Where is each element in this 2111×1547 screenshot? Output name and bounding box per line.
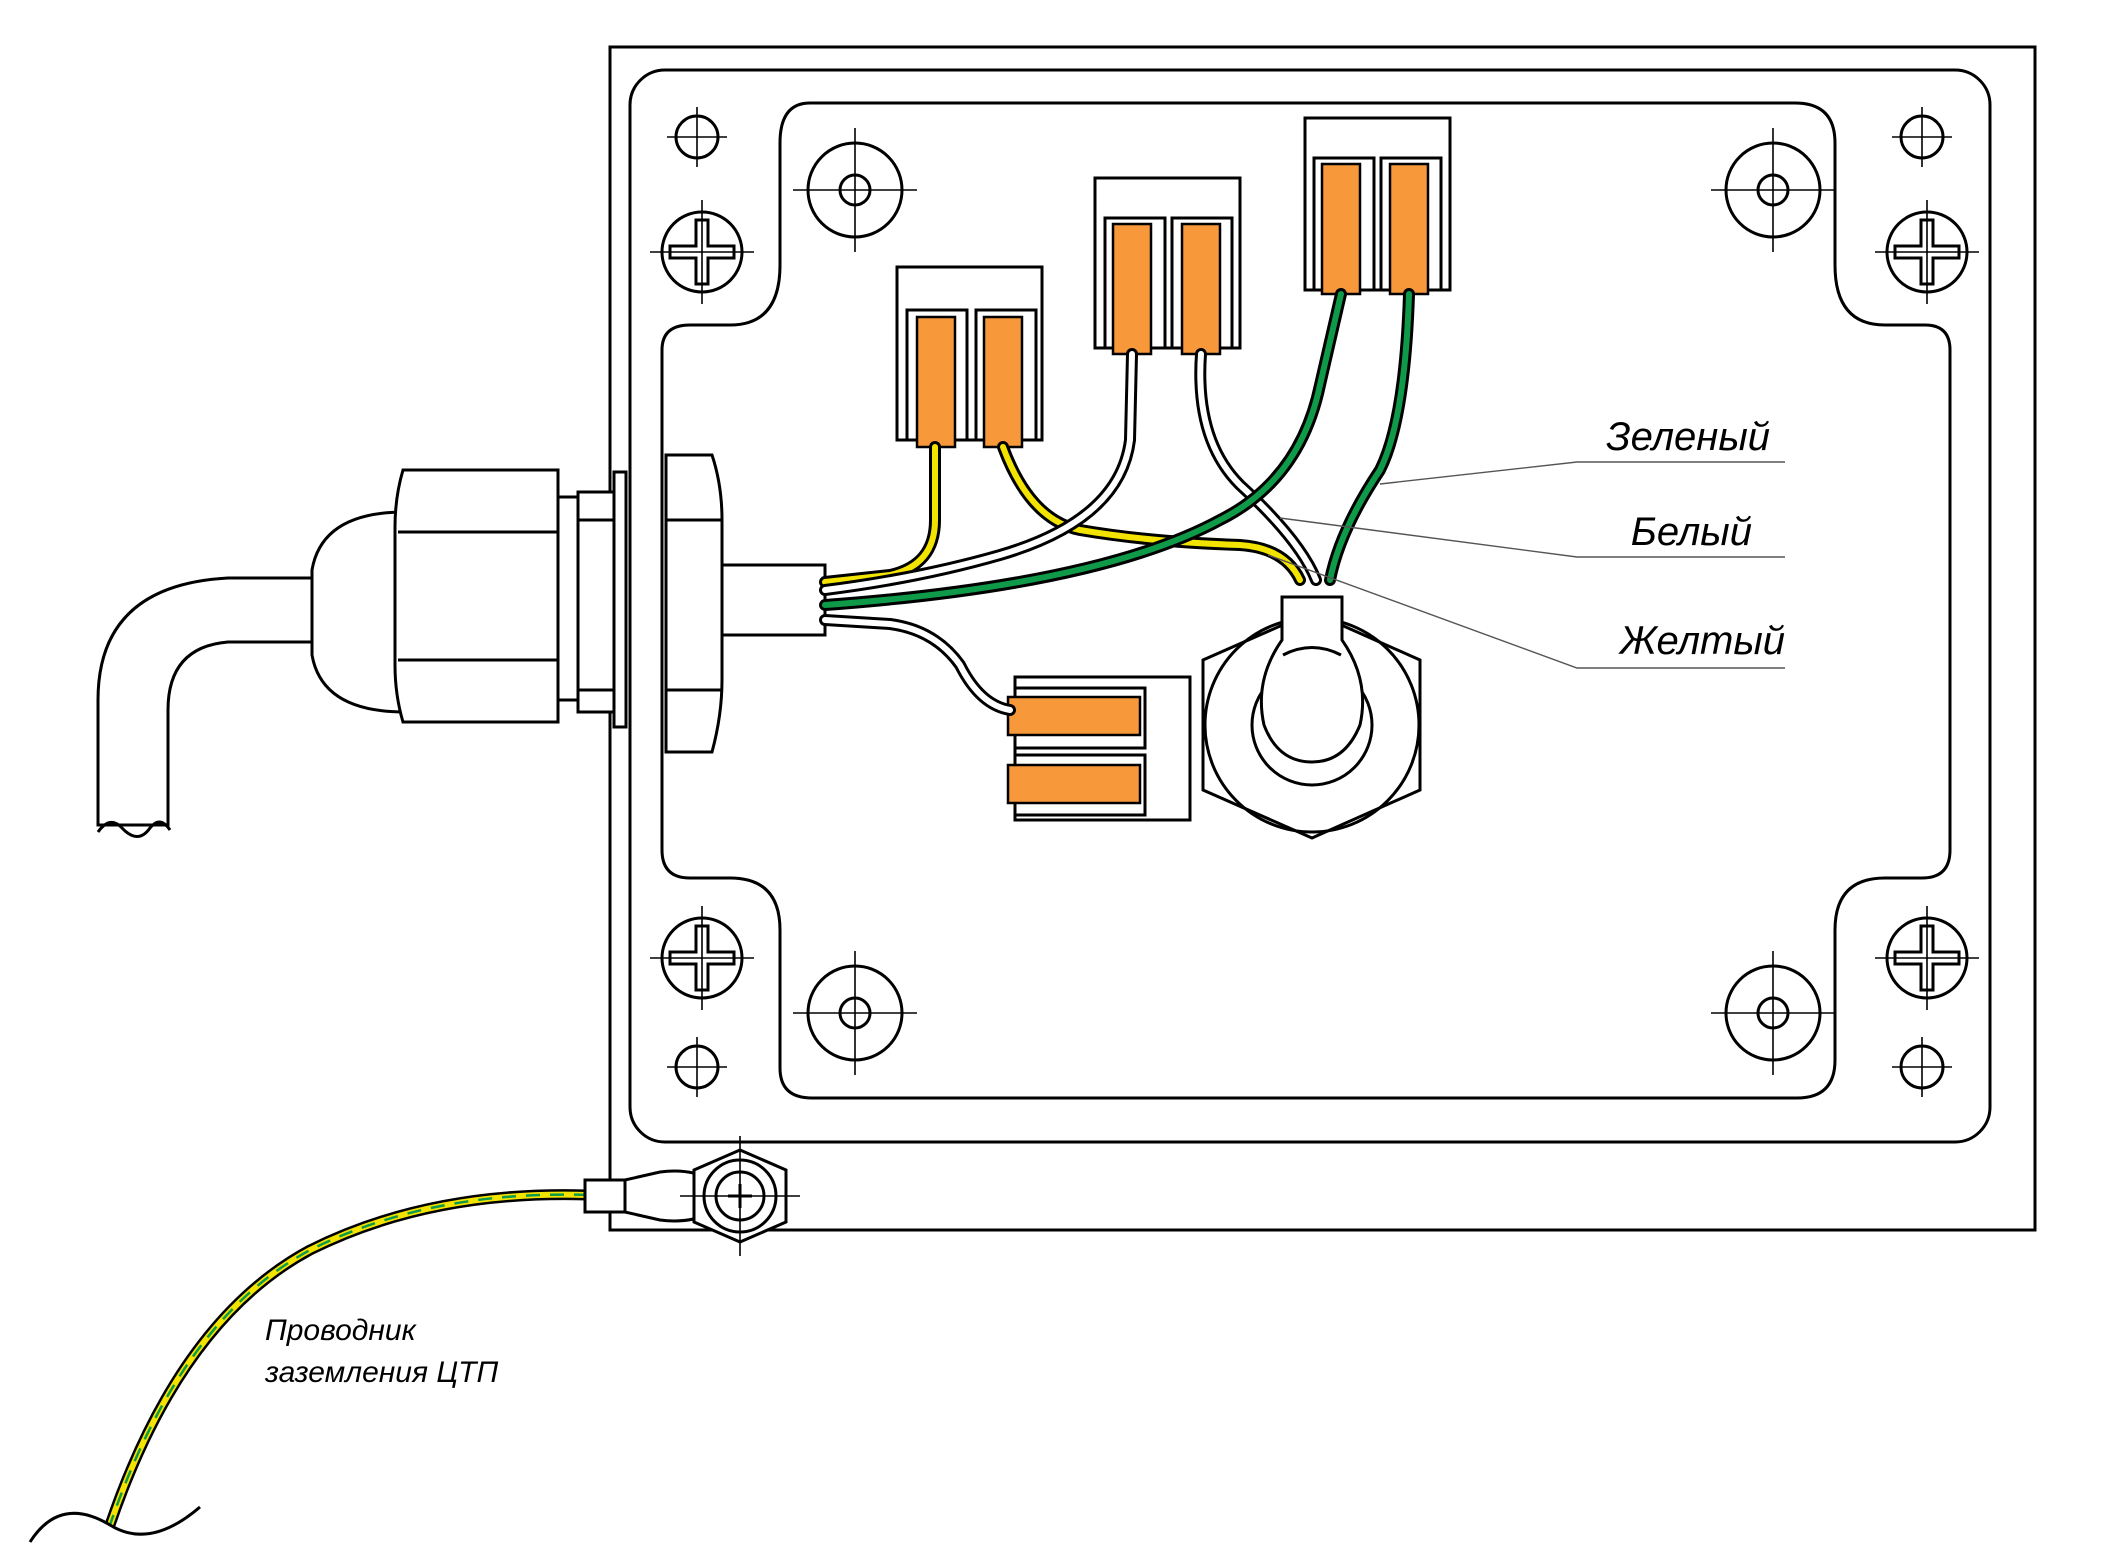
cable-break-line [96, 820, 172, 838]
label-ground-line2: заземления ЦТП [264, 1356, 498, 1389]
small-center-marks [667, 107, 1952, 1097]
enclosure-lid-outline [628, 68, 1992, 1144]
ground-bolt [680, 1136, 800, 1256]
label-white: Белый [1631, 510, 1752, 554]
gland-hex-nut [393, 468, 560, 724]
mounting-hole-top-left [793, 128, 917, 252]
cable-sheath [96, 576, 332, 827]
cable-inner-sheath [720, 563, 827, 637]
terminal-2a [1111, 222, 1153, 356]
center-mark-bottom-right [1892, 1037, 1952, 1097]
mounting-hole-top-right [1711, 128, 1835, 252]
terminal-block-1 [895, 265, 1044, 449]
label-ground-line1: Проводник [265, 1314, 418, 1347]
lid-screw-top-left [650, 200, 754, 304]
terminal-4a [1006, 695, 1142, 737]
leader-green [1379, 461, 1785, 485]
terminal-block-horizontal [1006, 675, 1192, 822]
gland-thread [556, 495, 580, 702]
terminal-1a [915, 315, 957, 449]
gland-inner-nut [664, 453, 724, 754]
leader-white [1279, 517, 1785, 558]
terminal-3a [1320, 162, 1362, 296]
lid-screw-top-right [1875, 200, 1979, 304]
lid-screw-bottom-left [650, 906, 754, 1010]
gland-washer [612, 470, 628, 729]
mounting-hole-bottom-left [793, 951, 917, 1075]
terminal-2b [1180, 222, 1222, 356]
mounting-holes [793, 128, 1835, 1075]
leader-lines [1267, 461, 1785, 669]
center-mark-bottom-left [667, 1037, 727, 1097]
mounting-plate-outline [660, 101, 1952, 1100]
terminal-1b [982, 315, 1024, 449]
label-yellow: Желтый [1618, 619, 1785, 663]
terminal-3b [1388, 162, 1430, 296]
center-mark-top-right [1892, 107, 1952, 167]
leader-yellow [1267, 554, 1785, 669]
terminal-block-2 [1093, 176, 1242, 356]
ground-wire-break-line [28, 1505, 201, 1543]
terminal-4b [1006, 763, 1142, 805]
terminal-block-3 [1303, 116, 1452, 296]
ground-conductor [28, 1169, 714, 1543]
lid-screws [650, 200, 1979, 1010]
gland-locknut-inner [576, 490, 616, 714]
wires [819, 288, 1415, 716]
gland-dome-nut [310, 510, 407, 714]
lid-screw-bottom-right [1875, 906, 1979, 1010]
external-cable [96, 576, 332, 838]
cable-gland [310, 453, 827, 754]
mounting-hole-bottom-right [1711, 951, 1835, 1075]
sensor-ring-lug [1259, 595, 1365, 764]
center-mark-top-left [667, 107, 727, 167]
label-green: Зеленый [1606, 415, 1770, 459]
